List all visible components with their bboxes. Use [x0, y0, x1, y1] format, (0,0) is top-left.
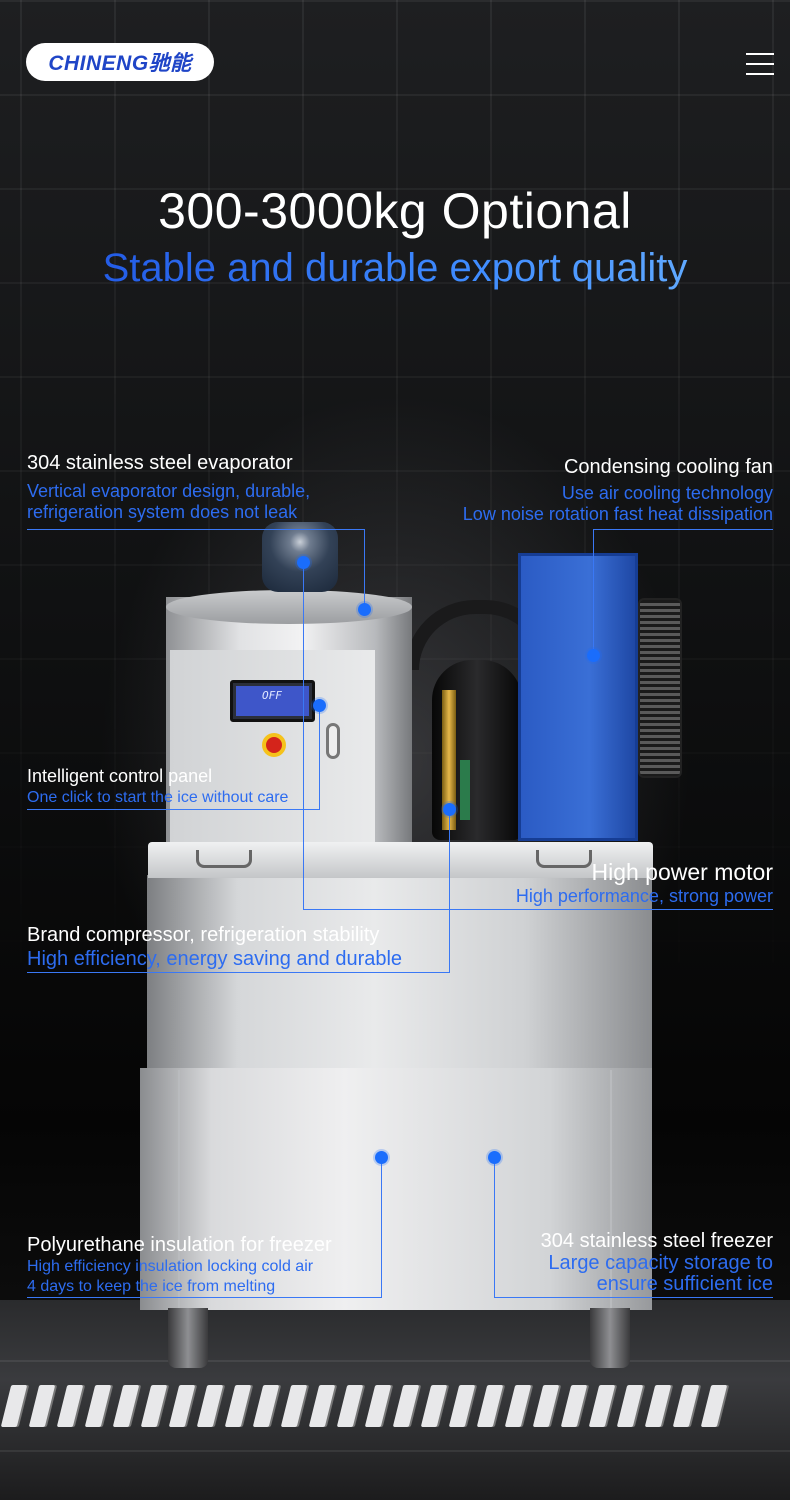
callout-title: Polyurethane insulation for freezer [27, 1234, 332, 1256]
callout-title: 304 stainless steel evaporator [27, 452, 293, 474]
callout-desc: High efficiency insulation locking cold … [27, 1258, 314, 1275]
callout-desc: High efficiency, energy saving and durab… [27, 948, 403, 970]
machine-leg [168, 1308, 208, 1368]
callout-dot [358, 603, 371, 616]
emergency-stop-button [262, 733, 286, 757]
callout-title: Intelligent control panel [27, 766, 213, 786]
callout-dot [375, 1151, 388, 1164]
freezer-door [178, 1070, 612, 1310]
callout-title: Condensing cooling fan [563, 456, 773, 478]
display-screen: OFF [236, 686, 309, 716]
callout-desc: refrigeration system does not leak [27, 502, 298, 522]
callout-desc: Use air cooling technology [561, 483, 773, 503]
callout-control-panel: Intelligent control panel One click to s… [27, 764, 288, 808]
callout-motor: High power motor High performance, stron… [516, 858, 773, 907]
callout-desc: 4 days to keep the ice from melting [27, 1278, 276, 1295]
callout-desc: Vertical evaporator design, durable, [27, 481, 311, 501]
callout-dot [587, 649, 600, 662]
callout-desc: ensure sufficient ice [596, 1273, 773, 1295]
callout-dot [313, 699, 326, 712]
freezer-body [140, 1068, 652, 1310]
callout-title: 304 stainless steel freezer [540, 1230, 773, 1252]
lid-handle-left [196, 850, 252, 868]
brass-pipe [442, 690, 456, 830]
evaporator-top [166, 590, 412, 624]
lid-handle-right [536, 850, 592, 868]
floor-drain-grate [0, 1385, 790, 1427]
callout-freezer: 304 stainless steel freezer Large capaci… [541, 1229, 773, 1295]
callout-desc: One click to start the ice without care [27, 789, 289, 806]
callout-title: Brand compressor, refrigeration stabilit… [27, 924, 380, 946]
callout-evaporator: 304 stainless steel evaporator Vertical … [27, 451, 310, 523]
callout-dot [443, 803, 456, 816]
machine-leg [590, 1308, 630, 1368]
callout-desc: Low noise rotation fast heat dissipation [462, 504, 773, 524]
callout-desc: Large capacity storage to [548, 1252, 773, 1274]
callout-insulation: Polyurethane insulation for freezer High… [27, 1233, 332, 1297]
condenser-housing [518, 553, 638, 841]
brand-logo[interactable]: CHINENG驰能 [26, 43, 214, 81]
panel-handle [326, 723, 340, 759]
callout-desc: High performance, strong power [515, 886, 773, 906]
hero-title: 300-3000kg Optional [158, 183, 632, 239]
hamburger-menu-icon[interactable] [746, 53, 774, 75]
machine-lid [148, 842, 653, 878]
callout-title: High power motor [591, 859, 773, 885]
callout-dot [488, 1151, 501, 1164]
callout-compressor: Brand compressor, refrigeration stabilit… [27, 923, 402, 972]
valve [460, 760, 470, 820]
cooling-fan-grill [638, 598, 682, 778]
callout-cooling-fan: Condensing cooling fan Use air cooling t… [463, 455, 773, 525]
hero-subtitle: Stable and durable export quality [0, 246, 790, 291]
callout-dot [297, 556, 310, 569]
